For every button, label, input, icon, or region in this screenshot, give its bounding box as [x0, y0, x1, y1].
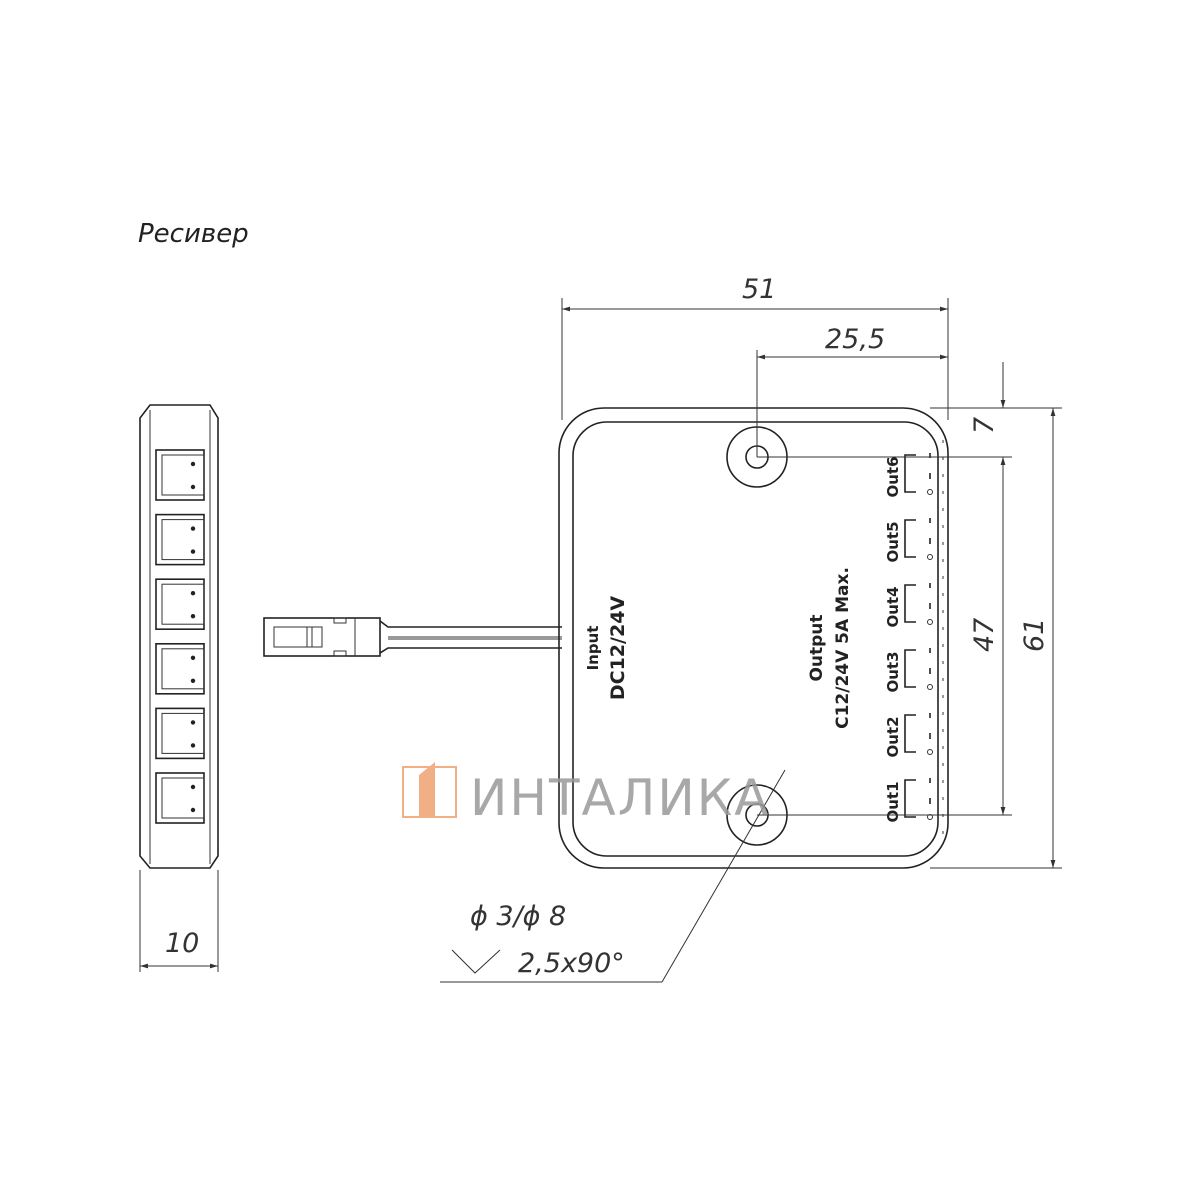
input-label: Input	[584, 626, 602, 671]
side-socket	[155, 578, 205, 631]
output-label: Output	[807, 614, 827, 681]
side-socket	[155, 449, 205, 501]
dimensions: 51 25,5 7 47 61 ϕ 3/ϕ 8 2,5x90°	[440, 274, 1062, 983]
output-port: Out5	[884, 518, 933, 563]
output-port: Out3	[884, 648, 933, 693]
thickness-dimension: 10	[139, 870, 219, 972]
dim-countersink: 2,5x90°	[518, 948, 625, 979]
input-voltage: DC12/24V	[607, 596, 629, 701]
countersink-icon	[451, 949, 501, 974]
output-port: Out6	[884, 453, 933, 498]
output-port: Out2	[884, 713, 933, 758]
output-port-label: Out3	[884, 651, 902, 692]
dim-width: 51	[742, 274, 776, 305]
output-port-label: Out5	[884, 521, 902, 562]
dim-hole-diameter: ϕ 3/ϕ 8	[470, 901, 566, 932]
input-plug-cable	[263, 617, 562, 657]
dim-hole-spacing: 47	[969, 618, 1000, 652]
output-port-label: Out4	[884, 586, 902, 627]
output-port-label: Out1	[884, 781, 902, 822]
output-rating: C12/24V 5A Max.	[833, 567, 853, 729]
dim-thickness: 10	[165, 928, 199, 959]
side-socket	[155, 707, 205, 760]
output-port: Out1	[884, 778, 933, 823]
output-port-label: Out6	[884, 456, 902, 497]
dim-height: 61	[1019, 618, 1050, 652]
dim-half-width: 25,5	[825, 324, 885, 355]
output-port: Out4	[884, 583, 933, 628]
side-socket	[155, 642, 205, 695]
dim-top-offset: 7	[969, 417, 1000, 434]
output-port-label: Out2	[884, 716, 902, 757]
intalika-logo: ИНТАЛИКА	[402, 762, 770, 827]
side-socket	[155, 772, 205, 824]
drawing-title: Ресивер	[138, 219, 249, 249]
side-view	[139, 404, 219, 869]
logo-text: ИНТАЛИКА	[470, 769, 770, 827]
side-socket	[155, 513, 205, 566]
